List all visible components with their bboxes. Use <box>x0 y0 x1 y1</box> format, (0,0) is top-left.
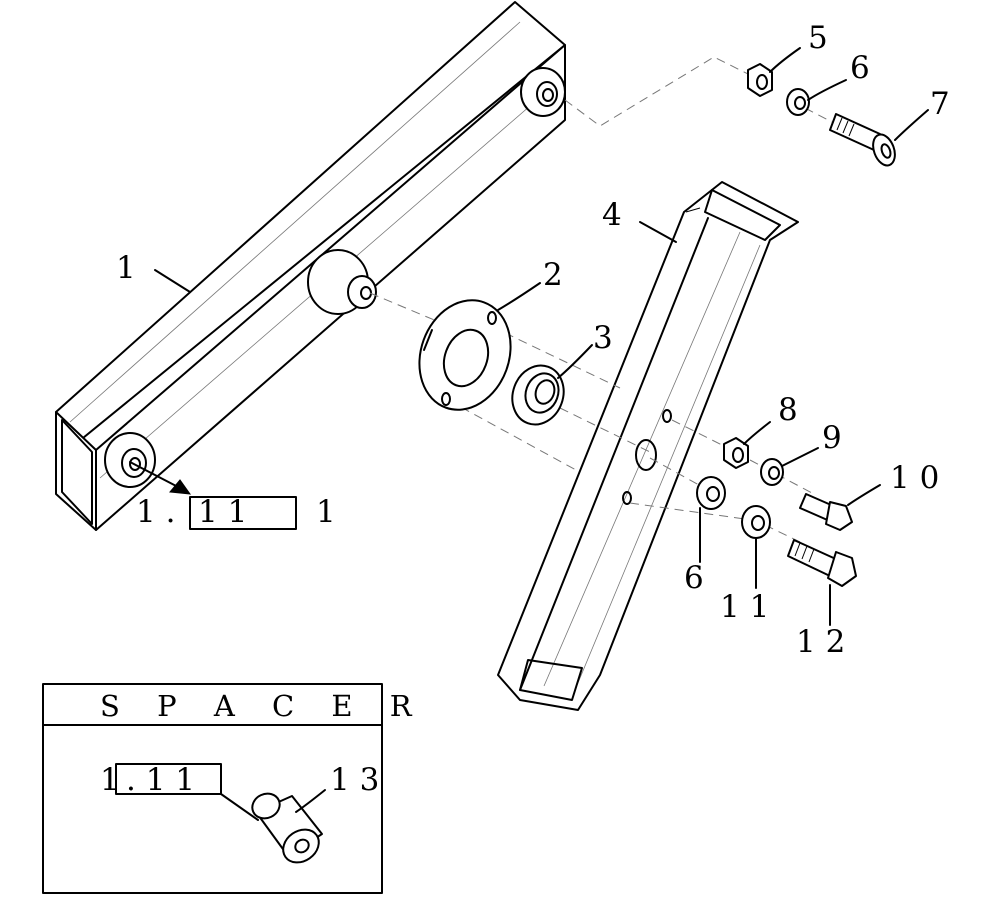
callout-5: 5 <box>808 20 828 56</box>
callout-labels: 1 2 3 4 5 6 7 8 9 1 0 6 1 1 1 2 <box>116 20 950 660</box>
spacer-ref-box-text: . 1 1 <box>126 762 195 798</box>
washer-part-6-lower <box>696 476 726 510</box>
bolt-part-12 <box>787 539 857 587</box>
beam-boss-top <box>520 67 566 117</box>
callout-1: 1 <box>116 250 136 286</box>
nut-part-5 <box>747 63 773 97</box>
arm-part-4 <box>497 181 799 711</box>
flange-part-2 <box>418 299 512 411</box>
callout-2: 2 <box>543 257 563 293</box>
nut-part-8 <box>723 437 749 469</box>
callout-13: 1 3 <box>330 762 379 798</box>
callout-4: 4 <box>602 197 622 233</box>
bolt-part-7 <box>829 113 896 167</box>
callout-6-top: 6 <box>850 50 870 86</box>
callout-6-lower: 6 <box>684 560 704 596</box>
beam-boss-bottom <box>104 432 156 488</box>
washer-part-11 <box>741 505 771 539</box>
inset-title: S P A C E R <box>100 689 426 723</box>
callout-8: 8 <box>778 392 798 428</box>
spacer-ref-prefix: 1 <box>100 762 120 798</box>
reference-suffix: 1 <box>316 494 336 530</box>
callout-9: 9 <box>822 420 842 456</box>
washer-part-9 <box>760 458 784 486</box>
reference-box-text: 1 1 <box>198 494 247 530</box>
callout-3: 3 <box>593 320 613 356</box>
spacer-part-13 <box>251 792 323 864</box>
callout-11: 1 1 <box>720 589 769 625</box>
reference-beam: 1 . 1 1 1 <box>136 494 336 530</box>
leader-lines <box>129 47 929 626</box>
bearing-part-3 <box>511 364 565 426</box>
bolt-part-10 <box>799 493 853 531</box>
callout-12: 1 2 <box>796 624 845 660</box>
reference-prefix: 1 . <box>136 494 175 530</box>
spacer-inset: S P A C E R 1 . 1 1 1 3 <box>42 683 426 894</box>
callout-10: 1 0 <box>890 460 939 496</box>
beam-part-1 <box>55 1 566 531</box>
callout-7: 7 <box>930 86 950 122</box>
washer-part-6-top <box>786 88 810 116</box>
